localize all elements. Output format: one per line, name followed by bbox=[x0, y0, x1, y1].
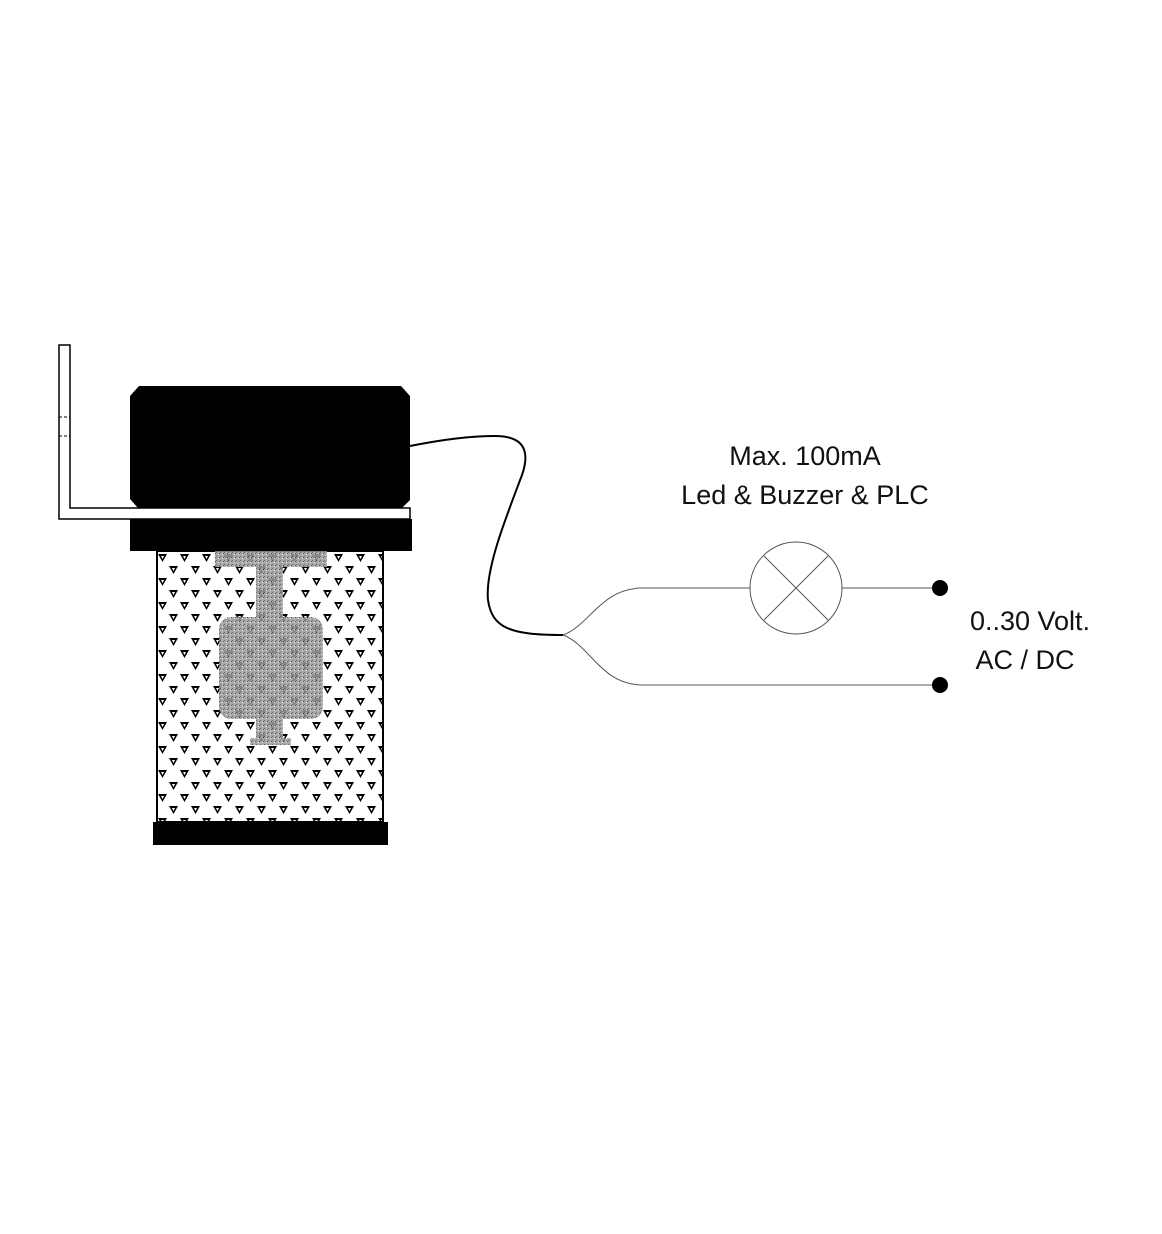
max-current-label: Max. 100mA bbox=[729, 441, 881, 471]
mounting-bracket bbox=[58, 344, 411, 520]
terminal-dot-lower bbox=[932, 677, 948, 693]
voltage-label: 0..30 Volt. bbox=[970, 606, 1090, 636]
bottom-plate bbox=[153, 822, 388, 845]
lamp-symbol-icon bbox=[749, 541, 843, 635]
float bbox=[215, 551, 327, 745]
switch-head bbox=[130, 386, 410, 508]
terminal-dot-upper bbox=[932, 580, 948, 596]
wire-upper bbox=[562, 587, 750, 636]
cable bbox=[409, 434, 564, 636]
wire-lower bbox=[562, 634, 940, 686]
load-label: Led & Buzzer & PLC bbox=[681, 480, 929, 510]
supply-type-label: AC / DC bbox=[975, 645, 1074, 675]
top-plate bbox=[130, 519, 412, 551]
